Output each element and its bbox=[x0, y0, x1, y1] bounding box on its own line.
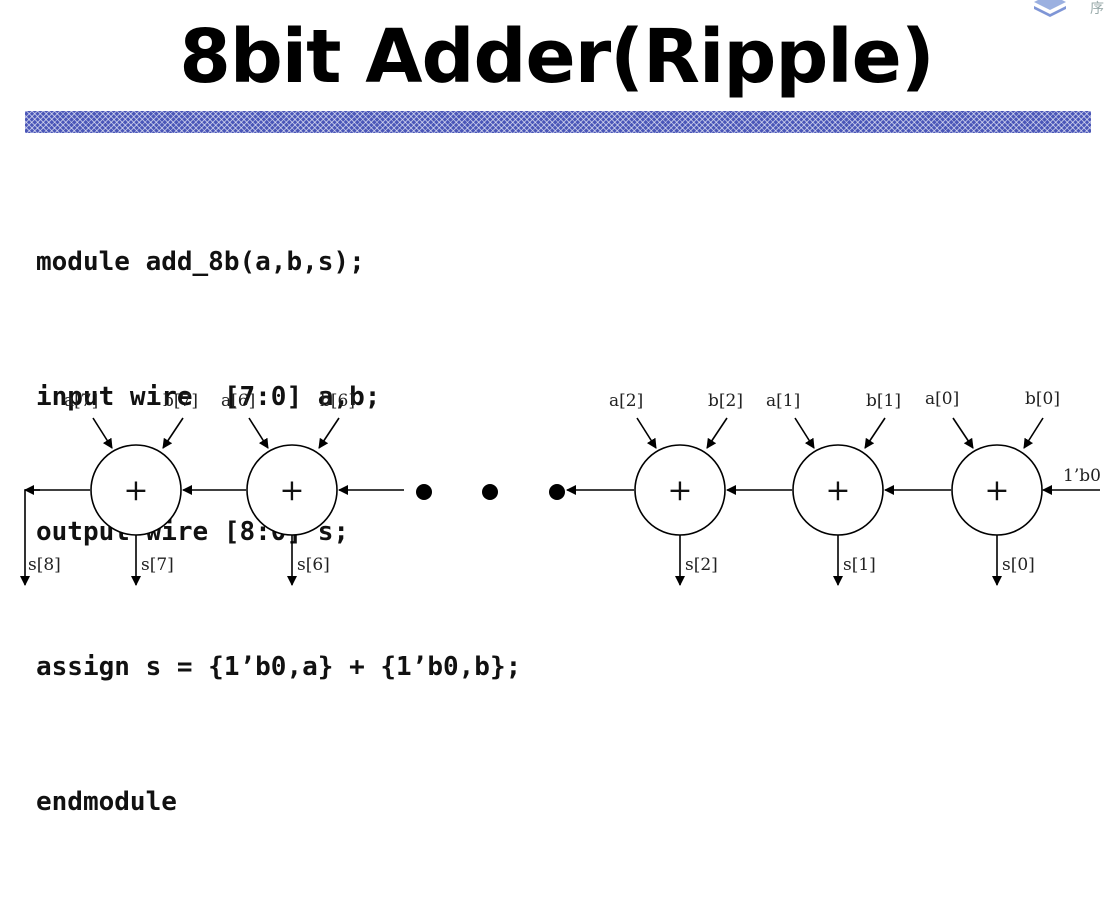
ellipsis-dot bbox=[549, 484, 565, 500]
input-a-label: a[6] bbox=[221, 391, 255, 411]
carry-in-label: 1’b0 bbox=[1063, 466, 1101, 486]
input-a-label: a[2] bbox=[609, 391, 643, 411]
adder-6: + a[6] b[6] s[6] bbox=[221, 391, 355, 586]
ellipsis-dot bbox=[416, 484, 432, 500]
input-a-label: a[7] bbox=[64, 391, 98, 411]
code-line: endmodule bbox=[36, 787, 177, 817]
input-a-arrow bbox=[794, 417, 815, 449]
carry-out-label: s[8] bbox=[28, 555, 61, 575]
app-logo-icon bbox=[1034, 0, 1066, 17]
title-divider-band bbox=[25, 111, 1091, 133]
input-b-arrow bbox=[162, 417, 184, 449]
adder-0: + a[0] b[0] s[0] bbox=[925, 389, 1060, 586]
sum-label: s[0] bbox=[1002, 555, 1035, 575]
input-b-arrow bbox=[864, 417, 886, 449]
adder-7: + a[7] b[7] s[7] bbox=[64, 391, 198, 586]
sum-label: s[6] bbox=[297, 555, 330, 575]
input-b-arrow bbox=[1023, 417, 1044, 449]
input-a-arrow bbox=[636, 417, 657, 449]
ellipsis-dot bbox=[482, 484, 498, 500]
input-a-arrow bbox=[952, 417, 974, 449]
plus-symbol: + bbox=[279, 473, 304, 508]
input-b-arrow bbox=[318, 417, 340, 449]
plus-symbol: + bbox=[667, 473, 692, 508]
code-line: module add_8b(a,b,s); bbox=[36, 247, 365, 277]
adder-2: + a[2] b[2] s[2] bbox=[609, 391, 743, 586]
ripple-adder-diagram: + a[7] b[7] s[7] + a[6] b[6] s[6] + a[2] bbox=[20, 389, 1101, 586]
input-a-label: a[1] bbox=[766, 391, 800, 411]
plus-symbol: + bbox=[825, 473, 850, 508]
sum-label: s[2] bbox=[685, 555, 718, 575]
sum-label: s[7] bbox=[141, 555, 174, 575]
input-b-label: b[6] bbox=[320, 391, 355, 411]
input-b-label: b[0] bbox=[1025, 389, 1060, 409]
input-b-arrow bbox=[706, 417, 728, 449]
slide: 8bit Adder(Ripple) 序 module add_8b(a,b,s… bbox=[20, 0, 1104, 817]
input-a-label: a[0] bbox=[925, 389, 959, 409]
code-line: assign s = {1’b0,a} + {1’b0,b}; bbox=[36, 652, 522, 682]
plus-symbol: + bbox=[984, 473, 1009, 508]
plus-symbol: + bbox=[123, 473, 148, 508]
input-b-label: b[7] bbox=[163, 391, 198, 411]
input-b-label: b[2] bbox=[708, 391, 743, 411]
sum-label: s[1] bbox=[843, 555, 876, 575]
corner-text: 序 bbox=[1090, 1, 1104, 17]
slide-title: 8bit Adder(Ripple) bbox=[179, 14, 934, 100]
input-b-label: b[1] bbox=[866, 391, 901, 411]
input-a-arrow bbox=[92, 417, 113, 449]
code-line: input wire [7:0] a,b; bbox=[36, 382, 381, 412]
input-a-arrow bbox=[248, 417, 269, 449]
adder-1: + a[1] b[1] s[1] bbox=[766, 391, 901, 586]
